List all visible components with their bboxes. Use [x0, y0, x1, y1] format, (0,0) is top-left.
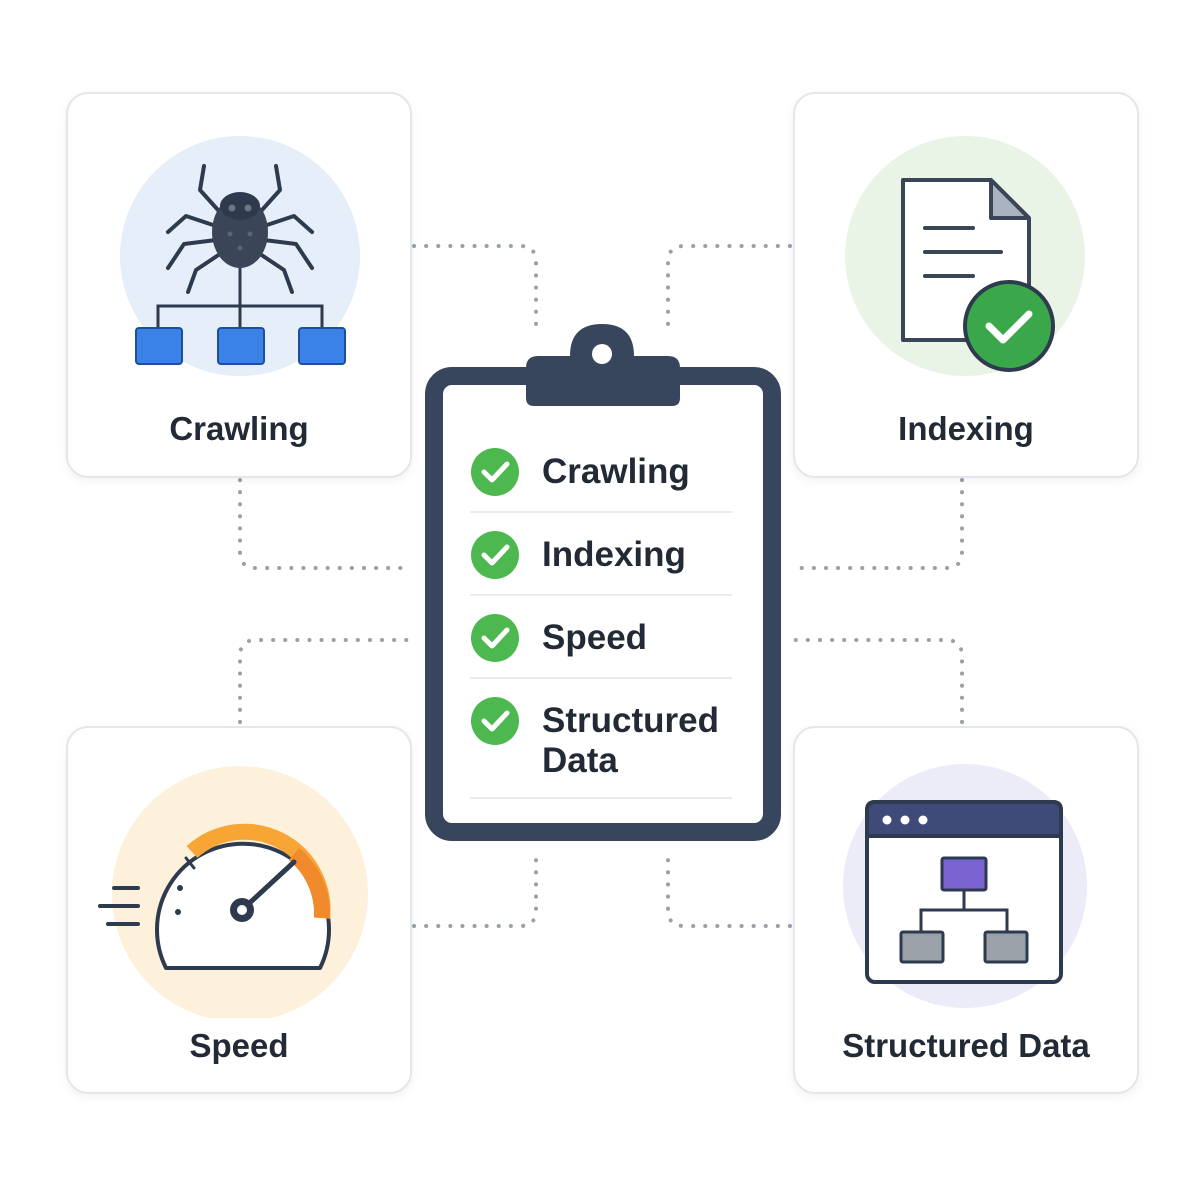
- card-label-indexing: Indexing: [898, 410, 1034, 447]
- card-structured-data: Structured Data: [793, 726, 1139, 1094]
- checklist-item-label: Crawling: [542, 452, 690, 491]
- checklist-clipboard: Crawling Indexing Speed: [420, 318, 786, 848]
- card-indexing: Indexing: [793, 92, 1139, 478]
- connector-structured-bottom: [666, 850, 792, 928]
- connector-indexing-top: [666, 244, 792, 332]
- connector-speed-top: [238, 638, 414, 724]
- structured-data-window-icon: [843, 764, 1087, 1008]
- connector-structured-top: [788, 638, 964, 724]
- connector-crawling-top: [412, 244, 538, 332]
- connector-speed-bottom: [412, 850, 538, 928]
- card-label-structured-data: Structured Data: [842, 1027, 1090, 1064]
- checklist-item-structured-data: Structured Data: [470, 689, 732, 799]
- check-circle-icon: [471, 614, 519, 662]
- checklist-item-label: Indexing: [542, 535, 686, 574]
- connector-indexing-bottom: [788, 478, 964, 570]
- card-crawling: Crawling: [66, 92, 412, 478]
- checklist-item-label: Structured Data: [542, 701, 719, 780]
- speedometer-icon: [98, 766, 368, 1018]
- checklist-item-crawling: Crawling: [470, 440, 732, 513]
- card-speed: Speed: [66, 726, 412, 1094]
- spider-sitemap-icon: [120, 136, 360, 376]
- indexed-document-icon: [845, 136, 1085, 376]
- check-circle-icon: [471, 448, 519, 496]
- connector-crawling-bottom: [238, 478, 414, 570]
- card-label-crawling: Crawling: [169, 410, 309, 447]
- checklist-item-label: Speed: [542, 618, 648, 657]
- card-label-speed: Speed: [189, 1027, 289, 1064]
- check-circle-icon: [471, 697, 519, 745]
- checklist-item-speed: Speed: [470, 606, 732, 679]
- check-circle-icon: [471, 531, 519, 579]
- checklist-item-indexing: Indexing: [470, 523, 732, 596]
- checklist: Crawling Indexing Speed: [470, 440, 732, 799]
